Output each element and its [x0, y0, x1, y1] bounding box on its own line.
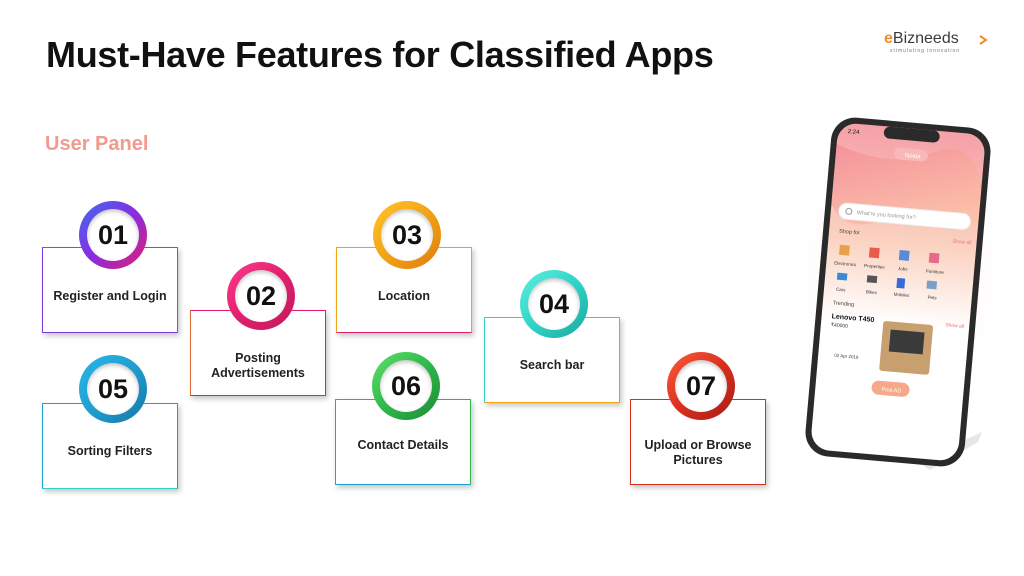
phone-trending: Trending	[833, 300, 855, 308]
feature-number: 03	[391, 219, 423, 250]
phone-product-date: 02 Apr 2019	[834, 353, 859, 360]
logo-mark-icon	[979, 35, 988, 45]
badge-inner: 02	[235, 270, 287, 322]
svg-text:Bikes: Bikes	[866, 289, 878, 295]
feature-badge-03: 03	[373, 201, 441, 269]
badge-inner: 06	[380, 360, 432, 412]
logo-tagline: stimulating innovation	[890, 48, 961, 54]
badge-inner: 05	[87, 363, 139, 415]
phone-time: 2:24	[847, 129, 860, 136]
svg-text:Furniture: Furniture	[926, 268, 945, 275]
phone-shop-for: Shop for	[839, 229, 860, 237]
svg-text:Jobs: Jobs	[898, 266, 909, 272]
feature-number: 04	[538, 288, 570, 319]
feature-number: 06	[390, 370, 422, 401]
feature-label: Posting Advertisements	[211, 351, 305, 380]
logo-wordmark-rest: Bizneeds	[892, 30, 959, 47]
svg-text:Electronics: Electronics	[834, 260, 857, 267]
phone-search-placeholder: What're you looking for?	[856, 210, 915, 221]
badge-inner: 04	[528, 278, 580, 330]
feature-badge-02: 02	[227, 262, 295, 330]
feature-badge-07: 07	[667, 352, 735, 420]
feature-label: Location	[377, 289, 431, 303]
phone-location: Noida	[905, 153, 922, 160]
section-label: User Panel	[45, 133, 149, 155]
svg-text:Cars: Cars	[836, 287, 847, 293]
feature-badge-05: 05	[79, 355, 147, 423]
feature-label: Register and Login	[53, 289, 167, 303]
phone-show-all: Show all	[952, 239, 971, 247]
feature-badge-04: 04	[520, 270, 588, 338]
svg-text:Properties: Properties	[864, 263, 886, 270]
badge-inner: 03	[381, 209, 433, 261]
phone-product-price: ₹40000	[831, 322, 849, 329]
feature-card-02: Posting Advertisements	[190, 310, 326, 396]
badge-inner: 01	[87, 209, 139, 261]
phone-category-grid: Electronics Properties Jobs Furniture Ca…	[834, 244, 945, 301]
feature-badge-06: 06	[372, 352, 440, 420]
phone-product-title: Lenovo T450	[831, 313, 874, 324]
feature-number: 01	[97, 219, 129, 250]
phone-mockup: 2:24 Noida What're you looking for? Shop…	[800, 117, 1000, 470]
feature-badge-01: 01	[79, 201, 147, 269]
badge-inner: 07	[675, 360, 727, 412]
feature-label: Sorting Filters	[67, 444, 153, 458]
svg-text:Mobiles: Mobiles	[894, 292, 911, 298]
phone-post-ad-label: Post AD	[881, 387, 901, 395]
logo-wordmark: eBizneeds	[884, 30, 959, 47]
feature-number: 07	[685, 370, 717, 401]
feature-label: Contact Details	[357, 438, 449, 452]
phone-post-ad-button[interactable]	[871, 380, 910, 397]
feature-label: Upload or Browse Pictures	[644, 438, 752, 467]
page-title: Must-Have Features for Classified Apps	[46, 34, 714, 75]
svg-text:Pets: Pets	[927, 295, 937, 301]
feature-number: 05	[97, 373, 129, 404]
phone-search-icon	[845, 207, 853, 215]
phone-trending-show-all: Show all	[945, 322, 964, 330]
brand-logo: eBizneeds stimulating innovation	[884, 30, 988, 56]
feature-number: 02	[245, 280, 277, 311]
feature-label: Search bar	[519, 358, 585, 372]
